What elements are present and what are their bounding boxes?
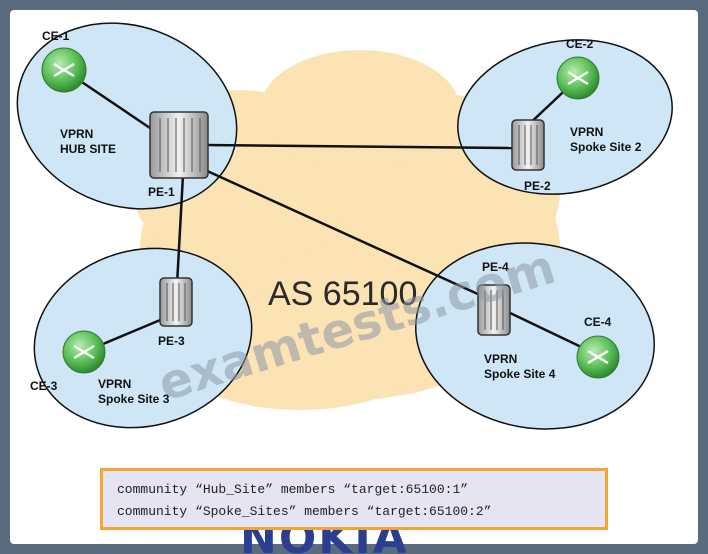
pe-2-label: PE-2 [524, 179, 551, 193]
config-line-hub: community “Hub_Site” members “target:651… [117, 482, 469, 497]
link-pe1-pe3 [175, 174, 185, 286]
spoke-site-2-vprn-label: VPRN [570, 125, 603, 139]
as-number-label: AS 65100 [268, 275, 417, 313]
community-config-box: community “Hub_Site” members “target:651… [100, 468, 608, 530]
pe-1-router-icon [149, 111, 209, 179]
pe-4-label: PE-4 [482, 260, 509, 274]
spoke-site-2-name-label: Spoke Site 2 [570, 140, 642, 154]
pe-2-router-icon [511, 119, 545, 171]
ce-3-label: CE-3 [30, 379, 58, 393]
ce-4-label: CE-4 [584, 315, 612, 329]
spoke-site-3-name-label: Spoke Site 3 [98, 392, 170, 406]
ce-2-router-icon [556, 56, 600, 100]
ce-3-router-icon [62, 330, 106, 374]
spoke-site-4-name-label: Spoke Site 4 [484, 367, 556, 381]
pe-1-label: PE-1 [148, 185, 175, 199]
link-pe1-pe4 [204, 168, 481, 297]
spoke-site-3-vprn-label: VPRN [98, 377, 131, 391]
spoke-site-4-ellipse [414, 242, 656, 430]
spoke-site-4-vprn-label: VPRN [484, 352, 517, 366]
ce-1-label: CE-1 [42, 29, 70, 43]
ce-2-label: CE-2 [566, 37, 594, 51]
link-pe1-pe2 [204, 143, 513, 150]
spoke-site-3-ellipse [33, 247, 253, 429]
ce-1-router-icon [41, 47, 87, 93]
hub-site-name-label: HUB SITE [60, 142, 116, 156]
pe-3-router-icon [159, 277, 193, 327]
hub-site-vprn-label: VPRN [60, 127, 93, 141]
pe-4-router-icon [477, 284, 511, 336]
ce-4-router-icon [576, 335, 620, 379]
pe-3-label: PE-3 [158, 334, 185, 348]
config-line-spoke: community “Spoke_Sites” members “target:… [117, 504, 492, 519]
